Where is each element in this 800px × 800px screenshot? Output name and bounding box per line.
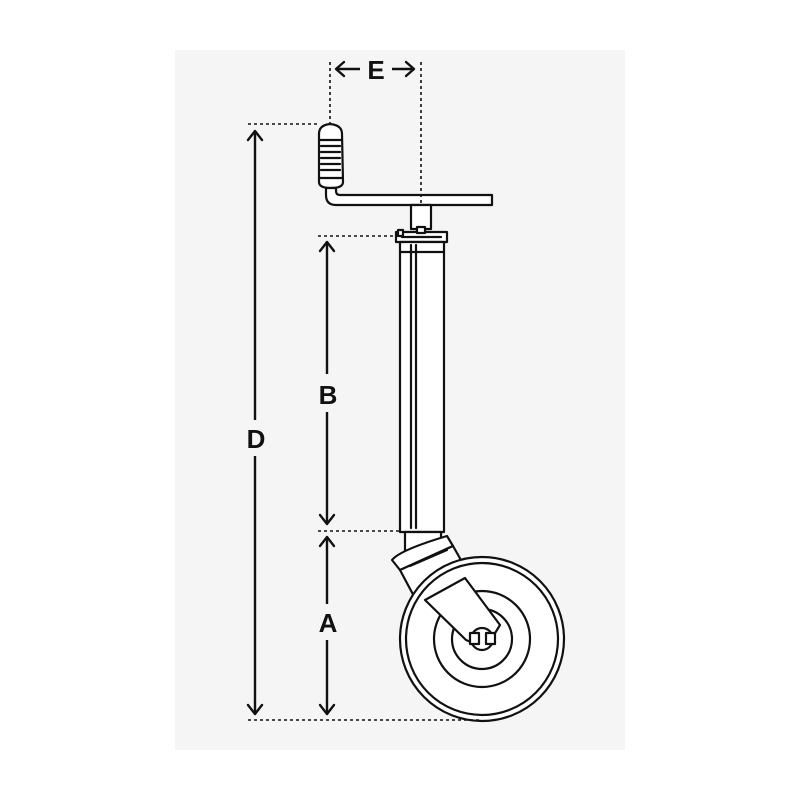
crank-handle <box>317 122 494 207</box>
dimension-d: D <box>247 129 266 716</box>
main-tube <box>398 240 446 534</box>
dimension-b: B <box>319 240 338 526</box>
wheel <box>398 555 566 723</box>
dimension-a: A <box>319 535 338 716</box>
dimension-e: E <box>334 55 416 85</box>
dimension-label-e: E <box>367 55 384 85</box>
dimension-label-a: A <box>319 608 338 638</box>
dimension-label-d: D <box>247 424 266 454</box>
spindle-collar <box>394 203 449 244</box>
dimension-label-b: B <box>319 380 338 410</box>
extension-lines <box>248 62 482 721</box>
